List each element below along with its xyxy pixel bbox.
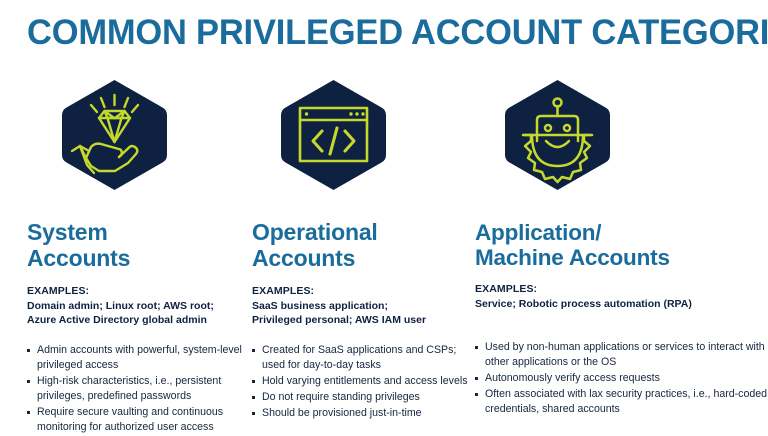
examples-label: EXAMPLES: [252, 284, 315, 297]
bullet-square-icon [27, 411, 30, 415]
list-item: Require secure vaulting and continuous m… [27, 405, 246, 435]
bullet-text: Often associated with lax security pract… [485, 387, 768, 415]
bullet-text: Do not require standing privileges [262, 391, 420, 404]
list-item: Do not require standing privileges [252, 390, 468, 405]
bullet-list: Used by non-human applications or servic… [475, 340, 768, 417]
robot-gear-icon [501, 78, 614, 192]
bullet-list: Created for SaaS applications and CSPs; … [252, 343, 468, 421]
bullet-square-icon [252, 412, 255, 416]
page-title: COMMON PRIVILEGED ACCOUNT CATEGORIES [27, 13, 768, 52]
bullet-square-icon [475, 392, 478, 396]
bullet-text: Created for SaaS applications and CSPs; … [262, 344, 457, 372]
category-heading: Operational Accounts [252, 219, 378, 271]
bullet-text: Used by non-human applications or servic… [485, 340, 765, 368]
icon-badge-system-accounts [58, 78, 171, 192]
bullet-square-icon [252, 349, 255, 353]
list-item: Should be provisioned just-in-time [252, 406, 468, 421]
list-item: Admin accounts with powerful, system-lev… [27, 343, 246, 373]
examples-label: EXAMPLES: [27, 284, 90, 297]
bullet-text: High-risk characteristics, i.e., persist… [37, 375, 222, 403]
icon-badge-operational-accounts [277, 78, 390, 192]
bullet-list: Admin accounts with powerful, system-lev… [27, 343, 246, 435]
category-column-system-accounts: System Accounts EXAMPLES: Domain admin; … [0, 78, 246, 436]
list-item: Hold varying entitlements and access lev… [252, 374, 468, 389]
list-item: High-risk characteristics, i.e., persist… [27, 374, 246, 404]
bullet-square-icon [475, 345, 478, 349]
code-window-icon [277, 78, 390, 192]
bullet-text: Autonomously verify access requests [485, 371, 660, 384]
category-columns: System Accounts EXAMPLES: Domain admin; … [0, 78, 768, 436]
hand-holding-diamond-icon [58, 78, 171, 192]
bullet-text: Admin accounts with powerful, system-lev… [37, 344, 242, 372]
category-column-application-machine-accounts: Application/ Machine Accounts EXAMPLES: … [468, 78, 768, 436]
examples-text: Domain admin; Linux root; AWS root; Azur… [27, 299, 214, 326]
list-item: Often associated with lax security pract… [475, 387, 768, 417]
category-column-operational-accounts: Operational Accounts EXAMPLES: SaaS busi… [246, 78, 468, 436]
bullet-square-icon [27, 380, 30, 384]
category-heading: System Accounts [27, 219, 131, 271]
list-item: Autonomously verify access requests [475, 371, 768, 386]
bullet-square-icon [475, 376, 478, 380]
bullet-text: Require secure vaulting and continuous m… [37, 406, 224, 434]
examples-label: EXAMPLES: [475, 283, 538, 296]
icon-badge-application-machine-accounts [501, 78, 614, 192]
examples-text: SaaS business application; Privileged pe… [252, 299, 427, 326]
list-item: Created for SaaS applications and CSPs; … [252, 343, 468, 373]
examples-text: Service; Robotic process automation (RPA… [475, 298, 692, 311]
bullet-square-icon [27, 349, 30, 353]
bullet-text: Hold varying entitlements and access lev… [262, 375, 468, 388]
bullet-text: Should be provisioned just-in-time [262, 407, 422, 420]
category-heading: Application/ Machine Accounts [475, 220, 670, 271]
bullet-square-icon [252, 396, 255, 400]
list-item: Used by non-human applications or servic… [475, 340, 768, 370]
bullet-square-icon [252, 380, 255, 384]
